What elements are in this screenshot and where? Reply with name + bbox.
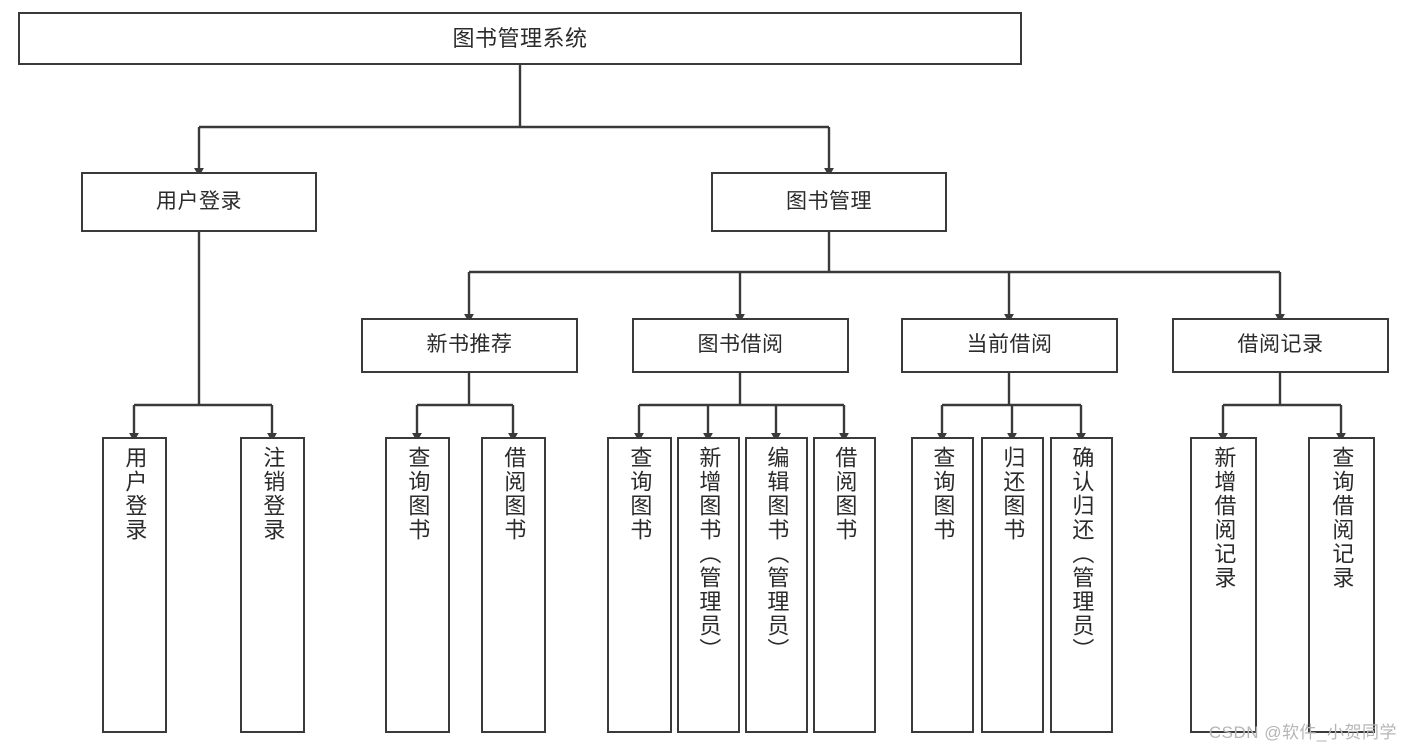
node-book-manage[interactable]: 图书管理: [711, 172, 947, 232]
node-leaf-add-borrow-record[interactable]: 新增借阅记录: [1190, 437, 1257, 733]
node-label: 图书管理系统: [452, 25, 588, 51]
edges: [129, 65, 1346, 442]
node-current-borrow[interactable]: 当前借阅: [901, 318, 1118, 373]
node-label: 新增借阅记录: [1211, 446, 1237, 590]
node-label: 编辑图书（管理员）: [764, 446, 790, 662]
node-label: 查询图书: [627, 446, 653, 542]
node-new-book-recommend[interactable]: 新书推荐: [361, 318, 578, 373]
node-leaf-query-book-borrow[interactable]: 查询图书: [607, 437, 672, 733]
node-label: 用户登录: [156, 189, 242, 213]
node-leaf-confirm-return-admin[interactable]: 确认归还（管理员）: [1050, 437, 1113, 733]
node-leaf-return-book[interactable]: 归还图书: [981, 437, 1044, 733]
node-label: 新书推荐: [426, 333, 513, 357]
node-label: 用户登录: [122, 446, 148, 542]
node-leaf-query-borrow-record[interactable]: 查询借阅记录: [1308, 437, 1375, 733]
node-leaf-user-login[interactable]: 用户登录: [102, 437, 167, 733]
node-book-borrow[interactable]: 图书借阅: [632, 318, 849, 373]
node-leaf-query-book-recommend[interactable]: 查询图书: [385, 437, 450, 733]
node-leaf-query-book-current[interactable]: 查询图书: [911, 437, 974, 733]
node-leaf-add-book-admin[interactable]: 新增图书（管理员）: [677, 437, 740, 733]
node-label: 查询图书: [405, 446, 431, 542]
node-borrow-record[interactable]: 借阅记录: [1172, 318, 1389, 373]
node-label: 借阅记录: [1237, 333, 1324, 357]
node-label: 借阅图书: [501, 446, 527, 542]
node-label: 确认归还（管理员）: [1069, 446, 1095, 662]
node-label: 图书借阅: [697, 333, 784, 357]
node-label: 新增图书（管理员）: [696, 446, 722, 662]
watermark: CSDN @软件_小贺同学: [1208, 723, 1397, 742]
node-label: 借阅图书: [832, 446, 858, 542]
node-label: 当前借阅: [966, 333, 1053, 357]
node-leaf-edit-book-admin[interactable]: 编辑图书（管理员）: [745, 437, 808, 733]
node-root[interactable]: 图书管理系统: [18, 12, 1022, 65]
node-label: 注销登录: [260, 446, 286, 542]
node-label: 图书管理: [786, 189, 872, 213]
node-leaf-logout[interactable]: 注销登录: [240, 437, 305, 733]
node-label: 查询借阅记录: [1329, 446, 1355, 590]
node-label: 查询图书: [930, 446, 956, 542]
node-leaf-borrow-book[interactable]: 借阅图书: [813, 437, 876, 733]
node-label: 归还图书: [1000, 446, 1026, 542]
node-user-login[interactable]: 用户登录: [81, 172, 317, 232]
node-leaf-borrow-book-recommend[interactable]: 借阅图书: [481, 437, 546, 733]
